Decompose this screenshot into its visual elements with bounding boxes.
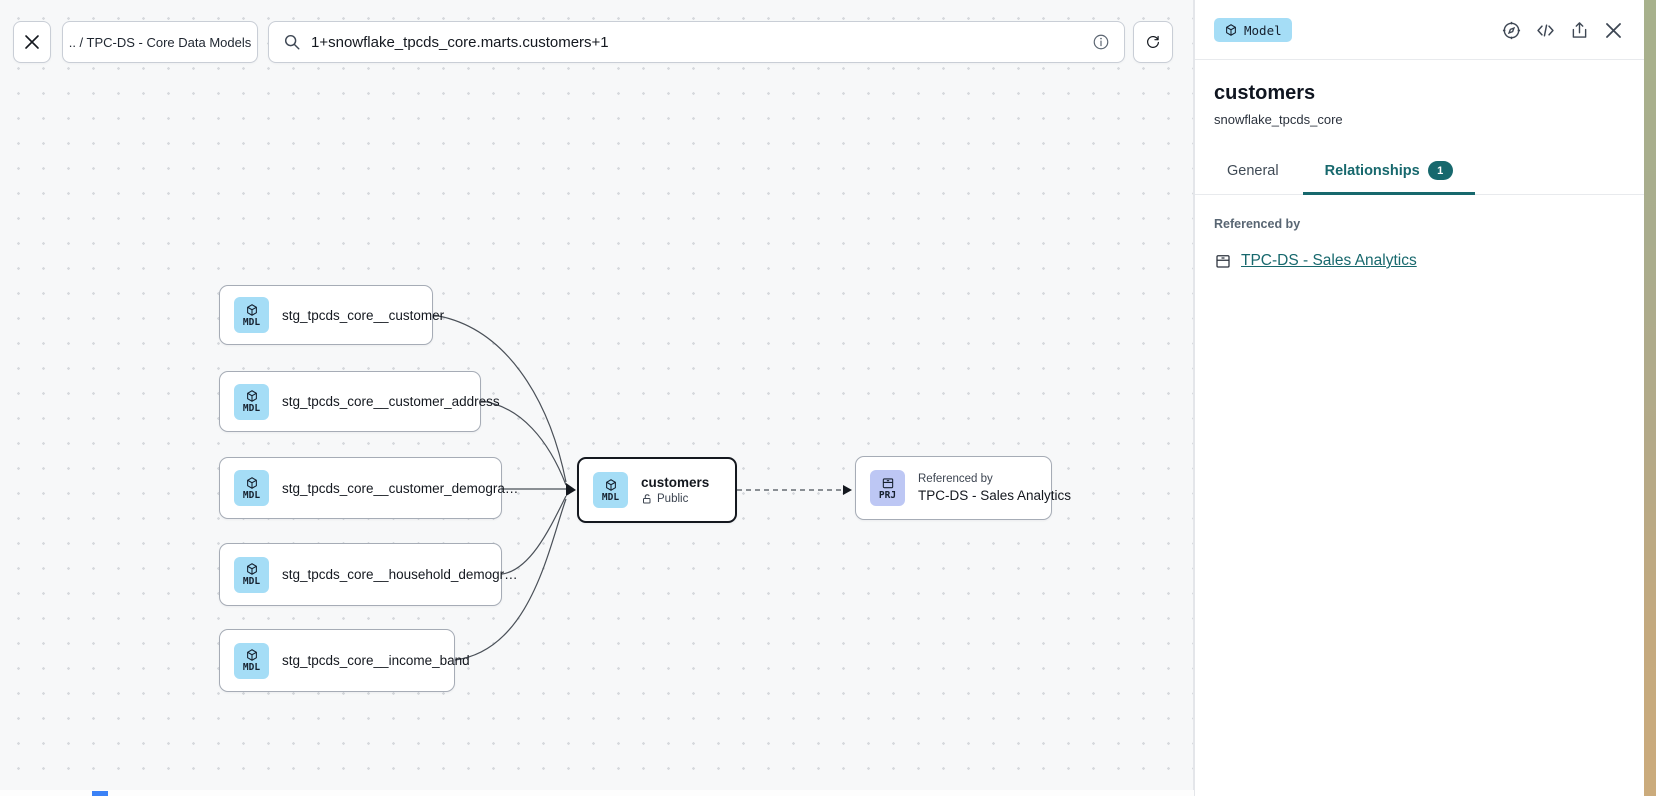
relationships-count-badge: 1 [1427,161,1453,180]
page-subtitle: snowflake_tpcds_core [1214,112,1343,127]
node-label: stg_tpcds_core__customer [282,307,445,323]
lineage-edges [432,314,852,661]
breadcrumb-label: .. / TPC-DS - Core Data Models [68,34,252,50]
model-chip: MDL [234,470,269,506]
lineage-canvas[interactable]: .. / TPC-DS - Core Data Models 1+snowfla… [0,0,1194,796]
node-access-label: Public [657,493,689,505]
model-chip: MDL [234,556,269,593]
node-label: stg_tpcds_core__income_band [282,653,470,668]
close-lineage-button[interactable] [13,21,51,63]
model-node[interactable]: MDL stg_tpcds_core__household_demogr… [219,543,518,606]
model-node[interactable]: MDL stg_tpcds_core__customer_address [219,371,500,432]
project-chip: PRJ [870,470,905,506]
type-badge-label: Model [1244,22,1282,38]
close-panel-icon[interactable] [1603,20,1624,41]
node-label: stg_tpcds_core__customer_address [282,394,500,409]
explore-compass-icon[interactable] [1501,20,1522,41]
tab-relationships[interactable]: Relationships 1 [1302,151,1475,195]
lock-open-icon [641,493,653,505]
selected-model-node[interactable]: MDL customers Public [577,457,737,523]
search-input[interactable]: 1+snowflake_tpcds_core.marts.customers+1 [311,33,609,51]
panel-actions [1501,20,1624,41]
tab-general[interactable]: General [1227,162,1279,179]
lineage-search[interactable]: 1+snowflake_tpcds_core.marts.customers+1 [268,21,1125,63]
node-title: customers [641,475,710,490]
window-edge-fragment [92,791,108,796]
model-node[interactable]: MDL stg_tpcds_core__income_band [219,629,470,692]
archive-icon [881,476,895,490]
cube-icon [245,389,259,403]
node-title: TPC-DS - Sales Analytics [918,488,1072,503]
refresh-button[interactable] [1133,21,1173,63]
type-badge: Model [1214,18,1292,42]
info-icon[interactable] [1092,33,1110,51]
details-panel: Model customers snowflake_tpcds_core Gen… [1194,0,1644,796]
reference-row: TPC-DS - Sales Analytics [1214,252,1625,270]
model-chip: MDL [234,383,269,420]
cube-icon [1224,23,1238,37]
panel-header: Model [1195,0,1644,60]
search-icon [283,33,301,51]
canvas-bottom-strip [0,790,1194,796]
cube-icon [245,303,259,317]
close-icon [24,34,40,50]
panel-tabs: General Relationships 1 [1195,151,1644,195]
share-icon[interactable] [1569,20,1590,41]
model-node[interactable]: MDL stg_tpcds_core__customer_demogra… [219,457,518,519]
code-icon[interactable] [1535,20,1556,41]
desktop-wallpaper-strip [1644,0,1656,796]
model-chip: MDL [234,642,269,679]
node-label: stg_tpcds_core__household_demogr… [282,567,518,582]
model-chip: MDL [234,297,269,333]
cube-icon [245,648,259,662]
canvas-toolbar: .. / TPC-DS - Core Data Models 1+snowfla… [0,21,1194,63]
cube-icon [604,478,618,492]
cube-icon [245,562,259,576]
model-chip: MDL [593,472,628,508]
node-kicker: Referenced by [918,473,993,485]
project-link[interactable]: TPC-DS - Sales Analytics [1241,252,1417,269]
refresh-icon [1144,33,1162,51]
page-title: customers [1214,82,1316,104]
relationships-tab-content: Referenced by TPC-DS - Sales Analytics [1195,195,1644,292]
project-node[interactable]: PRJ Referenced by TPC-DS - Sales Analyti… [855,456,1071,520]
panel-title-block: customers snowflake_tpcds_core [1195,60,1644,127]
node-label: stg_tpcds_core__customer_demogra… [282,480,519,496]
breadcrumb[interactable]: .. / TPC-DS - Core Data Models [62,21,258,63]
archive-icon [1214,252,1232,270]
referenced-by-label: Referenced by [1214,217,1301,231]
cube-icon [245,476,259,490]
model-node[interactable]: MDL stg_tpcds_core__customer [219,285,444,345]
